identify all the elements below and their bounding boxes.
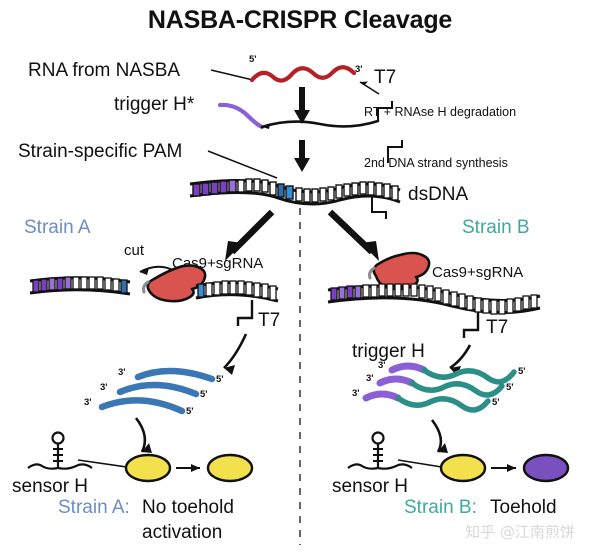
arrow-second-strand-synthesis <box>294 140 310 172</box>
rna-right-3-3prime: 3' <box>352 388 360 399</box>
cut-label: cut <box>124 242 145 259</box>
rt-rnase-degradation-label: RT + RNAse H degradation <box>364 105 516 119</box>
reporter-transition-arrowhead-left <box>191 464 200 472</box>
rna-left-3-5prime: 5' <box>186 406 194 417</box>
t7-transcription-arrow-left <box>223 333 248 369</box>
t7-bracket-left <box>236 300 254 326</box>
reporter-yellow-right <box>439 453 487 483</box>
arrow-rt-rnase <box>294 87 310 124</box>
sensor-leader-left <box>77 459 135 469</box>
sensor-hairpin-right <box>347 431 413 470</box>
reporter-transition-arrowhead-right <box>507 464 516 472</box>
t7-transcription-arrowhead-left <box>224 365 235 375</box>
dsdna-bracket <box>371 196 387 219</box>
rna-right-2-3prime: 3' <box>366 373 374 384</box>
pam-site-blocks <box>277 183 294 200</box>
cut-arrowhead <box>140 268 149 275</box>
rna-strand-left-2 <box>116 381 200 398</box>
reporter-yellow-left-2 <box>206 453 254 483</box>
cdna-arrowhead <box>262 124 270 129</box>
rna-right-3-5prime: 5' <box>492 397 500 408</box>
t7-label-top: T7 <box>374 67 396 88</box>
cdna-strand <box>260 119 380 129</box>
rna-strand-right-3 <box>395 395 491 413</box>
dsdna-rungs-right <box>295 181 399 203</box>
t7-arrowhead <box>360 81 368 86</box>
strain-b-heading: Strain B <box>462 217 530 238</box>
cleaved-dna-fragment-left <box>29 276 131 296</box>
second-strand-bracket <box>387 140 403 163</box>
rna-strands-right <box>362 362 517 413</box>
cas9-protein-left <box>142 264 207 303</box>
rna-right-1-5prime: 5' <box>518 366 526 377</box>
trigger-segment-right-1 <box>388 362 428 374</box>
strain-b-outcome-text: Toehold <box>490 497 557 518</box>
trigger-h-star-label: trigger H* <box>114 94 195 115</box>
sensor-leader-right <box>397 459 449 469</box>
rna-3prime-label: 3' <box>355 64 363 75</box>
strain-b-outcome-label: Strain B: <box>404 497 477 518</box>
dsdna-purple-blocks <box>192 179 245 197</box>
reporter-arrowhead-right <box>438 443 448 453</box>
dsdna-label: dsDNA <box>408 184 469 205</box>
trigger-segment-right-2 <box>376 375 416 387</box>
branch-arrow-right <box>327 209 379 261</box>
watermark: 知乎 @江南煎饼 <box>465 523 575 541</box>
dsdna-duplex <box>189 178 401 206</box>
t7-label-left: T7 <box>258 310 280 331</box>
trigger-h-label-right: trigger H <box>352 341 425 362</box>
page-title: NASBA-CRISPR Cleavage <box>148 6 453 34</box>
rna-right-2-5prime: 5' <box>506 382 514 393</box>
rna-right-1-3prime: 3' <box>378 360 386 371</box>
branch-arrow-left <box>225 209 275 261</box>
rna-strand-right-1 <box>421 367 517 385</box>
rna-source-label: RNA from NASBA <box>28 60 180 81</box>
rna-leader-line <box>210 69 254 81</box>
reporter-purple-right <box>522 453 570 483</box>
rna-strand-right-2 <box>409 380 505 398</box>
sensor-h-label-left: sensor H <box>12 476 88 497</box>
rna-5prime-label: 5' <box>249 54 257 65</box>
rna-left-1-5prime: 5' <box>216 374 224 385</box>
dsdna-uncut-right <box>327 283 541 315</box>
t7-label-right: T7 <box>486 317 508 338</box>
rna-left-2-3prime: 3' <box>100 382 108 393</box>
reporter-yellow-left-1 <box>124 453 172 483</box>
rna-strand-left-3 <box>98 397 186 415</box>
sensor-h-label-right: sensor H <box>332 476 408 497</box>
t7-transcription-arrow-right <box>449 344 472 370</box>
pam-label: Strain-specific PAM <box>18 141 182 162</box>
rna-left-3-3prime: 3' <box>84 397 92 408</box>
trigger-purple-segment <box>217 102 265 130</box>
reporter-arrow-left <box>134 417 147 453</box>
reporter-arrow-right <box>430 419 443 453</box>
rna-strand-left-1 <box>134 367 216 383</box>
rna-left-1-3prime: 3' <box>118 367 126 378</box>
pam-leader-line <box>207 150 278 179</box>
rna-strand-red <box>249 65 357 83</box>
cas9-sgrna-label-right: Cas9+sgRNA <box>432 264 523 281</box>
dsdna-rungs-left <box>245 178 277 196</box>
sensor-hairpin-left <box>27 431 93 470</box>
strain-a-outcome-label: Strain A: <box>58 497 130 518</box>
reporter-arrowhead-left <box>142 443 152 453</box>
rna-left-2-5prime: 5' <box>200 389 208 400</box>
t7-transcription-arrowhead-right <box>450 366 461 376</box>
strain-a-heading: Strain A <box>24 217 91 238</box>
second-strand-synthesis-label: 2nd DNA strand synthesis <box>364 156 508 170</box>
t7-bracket-right <box>462 312 480 338</box>
cdna-bracket <box>377 101 393 121</box>
dna-fragment-left-downstream <box>195 280 279 303</box>
rna-strands-left <box>98 367 216 415</box>
strain-a-outcome-text: No toehold <box>142 497 234 518</box>
strain-a-outcome-text-line2: activation <box>142 522 222 543</box>
trigger-segment-right-3 <box>362 390 402 402</box>
